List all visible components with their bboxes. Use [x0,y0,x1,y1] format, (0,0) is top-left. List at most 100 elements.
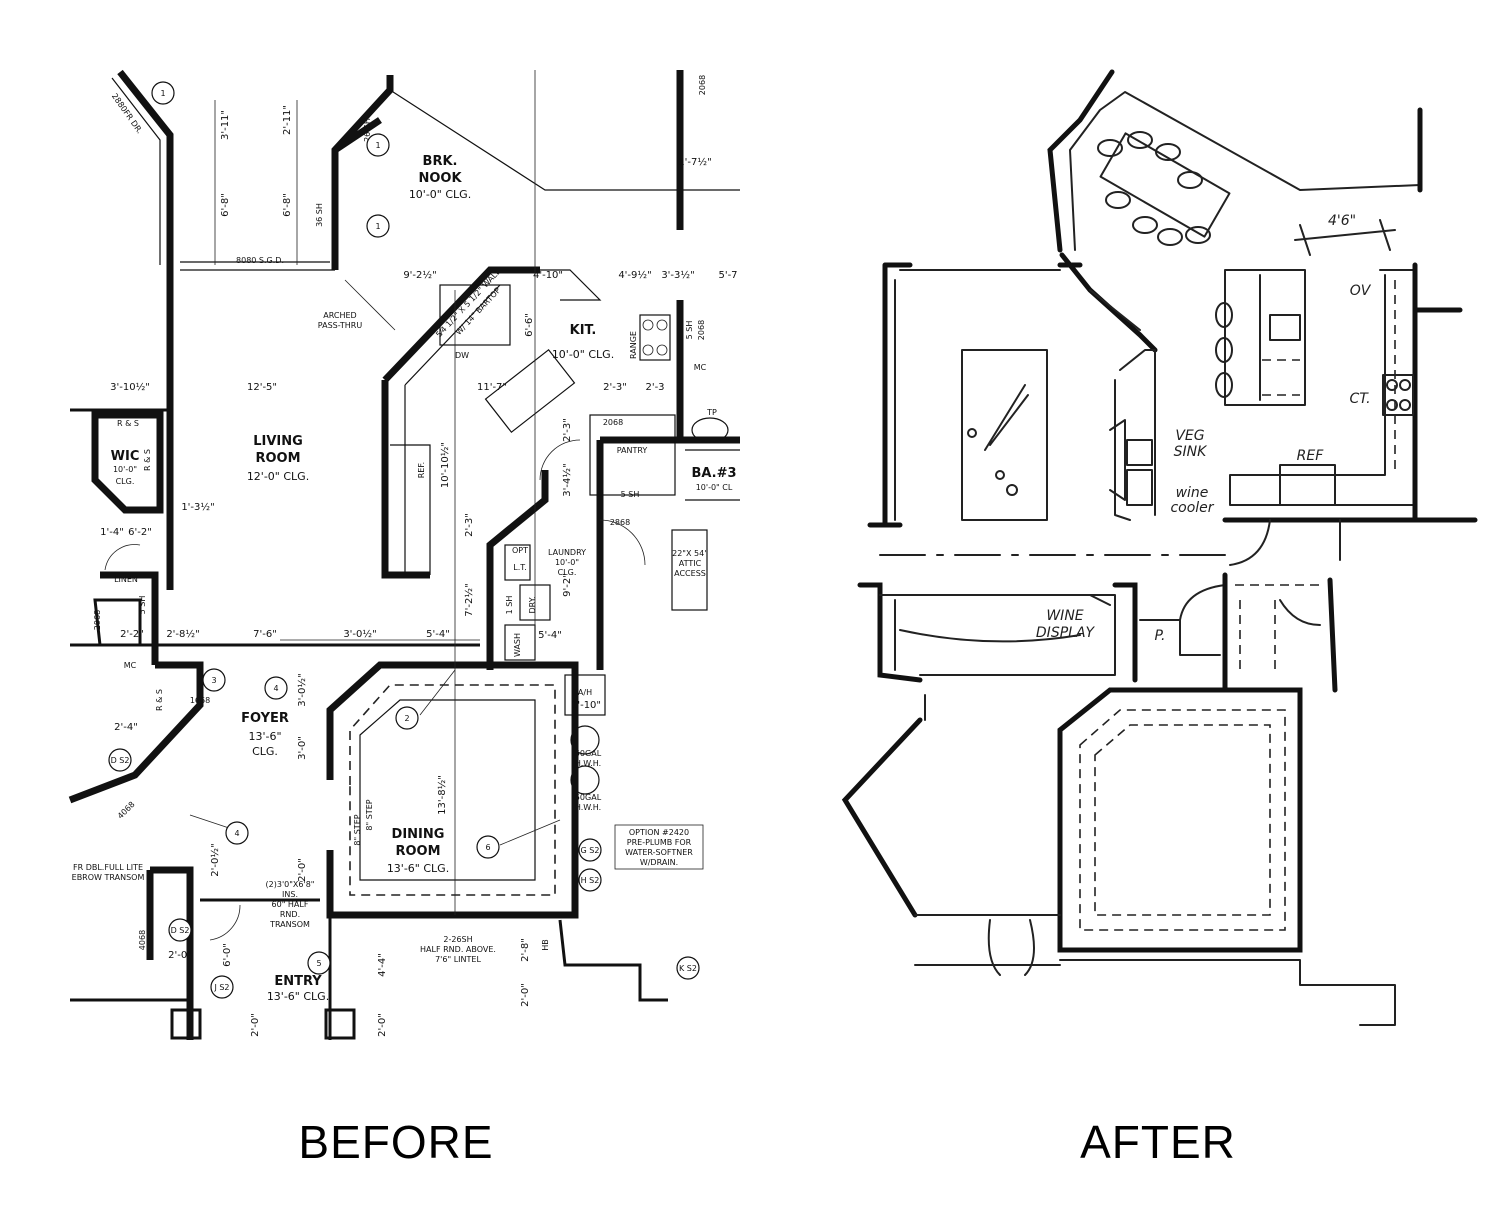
closet-walls [1222,572,1338,693]
mc-note-1: MC [694,363,707,372]
pantry-door [1139,584,1226,656]
dim: 2'-3" [603,382,627,393]
dim-arrow [1294,219,1396,256]
dim: 3'-10½" [110,381,150,393]
dim: 1'-7½" [678,156,711,168]
dim: 2868 [610,518,630,527]
dim: 6'-6" [524,313,535,337]
foyer-west-wall [68,661,204,804]
stool [1215,302,1233,328]
arched-note-2: PASS-THRU [318,321,363,330]
tp-note: TP [706,408,717,417]
before-floor-plan: BRK. NOOK 10'-0" CLG. KIT. 10'-0" CLG. L… [68,69,740,1168]
ah-note: A/H [578,688,592,697]
dining-label-1: DINING [392,827,445,842]
dry-note: DRY. [528,596,537,613]
wine-display-label-2: DISPLAY [1036,625,1096,641]
callout-bubble [395,706,419,730]
dim: 2'-8½" [166,628,199,640]
veg-sink [1126,439,1153,466]
callout-bubble [202,668,226,692]
dbl-note-2: EBROW TRANSOM [72,873,145,882]
sgd-note: 8080 S.G.D. [236,256,284,265]
transom-note-1: (2)3'0"X6'8" [266,880,315,889]
callout-bubble [307,951,331,975]
left-bay-inner [111,77,161,265]
range-note: RANGE [629,331,638,359]
foyer-bay [841,717,923,918]
callout-number: 6 [485,843,490,852]
door-swing-2 [209,904,241,941]
rs-note-1: R & S [117,419,139,428]
column-1 [170,1008,202,1040]
closet-dash [1235,584,1320,670]
tag-text: K S2 [679,964,697,973]
section-tag [676,956,700,980]
pool-cues [984,384,1029,451]
bath-lines [685,449,740,501]
rs-note-2: R & S [143,449,152,471]
dim: 3'-11" [220,110,231,140]
after-caption: AFTER [1080,1116,1236,1168]
transom-note-4: RND. [280,910,300,919]
dim: 3'-3½" [661,269,694,281]
callout-number: 3 [211,676,216,685]
chair [1105,191,1131,209]
wine-cooler-label-2: cooler [1170,500,1214,516]
burner-2 [656,319,668,331]
dim: 2'-0" [168,950,192,961]
dim-verticals [454,70,536,915]
chair [1185,226,1211,244]
closet-swing [1279,599,1321,626]
dim: 3'-0½" [296,673,308,706]
chair [1155,143,1181,161]
callout-bubble [366,133,390,157]
dbl-note-1: FR DBL.FULL LITE [73,863,143,872]
range-outline [639,314,671,361]
mid-wall [867,517,1478,528]
stool [1215,372,1233,398]
callout-bubble [225,821,249,845]
left-bay-wall [117,69,174,265]
wic-label-2: 10'-0" [113,465,137,474]
door-swing-1 [104,544,141,571]
callout-number: 1 [160,89,165,98]
kitchen-east-wall [1412,262,1463,523]
linen-wall [100,571,159,665]
dim: 6'-2" [128,527,152,538]
dim: 3'-4½" [561,463,573,496]
dim: 2068 [697,320,706,340]
section-tag [108,748,132,772]
chair [1177,171,1203,189]
transom-note-5: TRANSOM [269,920,310,929]
attic-note-3: ACCESS [674,569,706,578]
dining-ceiling [349,684,556,896]
section-tag [168,918,192,942]
dim: 4'-9½" [618,269,651,281]
foyer-label-3: CLG. [252,745,278,758]
dim: 5 SH [621,490,640,499]
dim: 10'-10½" [439,442,451,488]
living-label-3: 12'-0" CLG. [247,470,309,483]
bath-label-2: 10'-0" CL [696,483,733,492]
bar-counter [1109,419,1126,501]
foyer-lines [914,694,1061,976]
ref-label: REF [1297,448,1325,464]
attic-access [671,529,708,611]
nook-outline [1069,91,1421,251]
living-label-1: LIVING [253,434,303,449]
option-note-box [614,824,704,870]
dim: 12'-5" [247,382,277,393]
tag-text: D S2 [111,756,130,765]
callout-number: 4 [234,829,239,838]
dim: 4068 [116,800,137,821]
option-note-4: W/DRAIN. [640,858,678,867]
wash-note: WASH [513,633,522,657]
laundry-label-2: 10'-0" [555,558,579,567]
window-note-1: 2-26SH [443,935,472,944]
dining-label-3: 13'-6" CLG. [387,862,449,875]
dining-walls [326,661,579,919]
dimension-labels: 3'-11" 6'-8" 2'-11" 6'-8" 26 SH 36 SH 9'… [93,75,738,1037]
burner [1386,399,1398,411]
